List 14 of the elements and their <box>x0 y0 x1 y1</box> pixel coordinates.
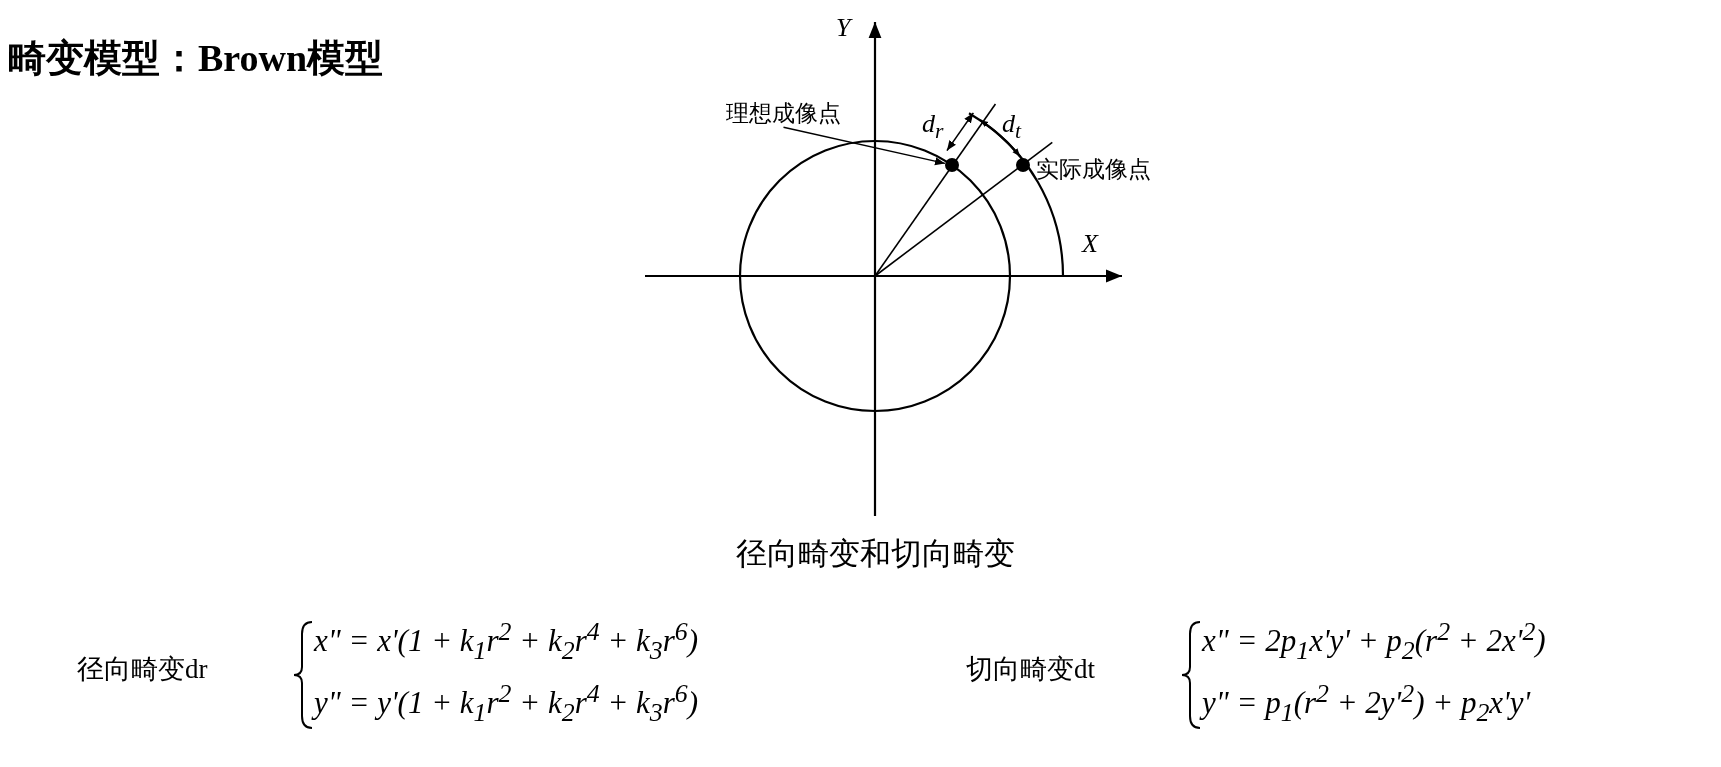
formula-name: 径向畸变dr <box>77 655 208 685</box>
point-marker <box>945 158 959 172</box>
axis-label: Y <box>836 14 851 43</box>
dimension-label: d$_{t}$ <box>1002 110 1022 144</box>
page-title: 畸变模型：Brown模型 <box>8 38 384 80</box>
point-label: 理想成像点 <box>726 101 841 127</box>
leader-line <box>782 126 946 166</box>
formula: x" = x'(1 + k$_{1}$r$^{2}$ + k$_{2}$r$^{4}$ + k$_{3}$r$^{6}$) <box>314 618 699 665</box>
axis-label: X <box>1082 230 1098 259</box>
formula-name: 切向畸变dt <box>966 655 1095 685</box>
formula: x" = 2p$_{1}$x'y' + p$_{2}$(r$^{2}$ + 2x'$^{2}$) <box>1202 618 1546 665</box>
figure-caption: 径向畸变和切向畸变 <box>734 536 1016 571</box>
dimension-label: d$_{r}$ <box>922 110 944 144</box>
point-label: 实际成像点 <box>1036 157 1151 183</box>
